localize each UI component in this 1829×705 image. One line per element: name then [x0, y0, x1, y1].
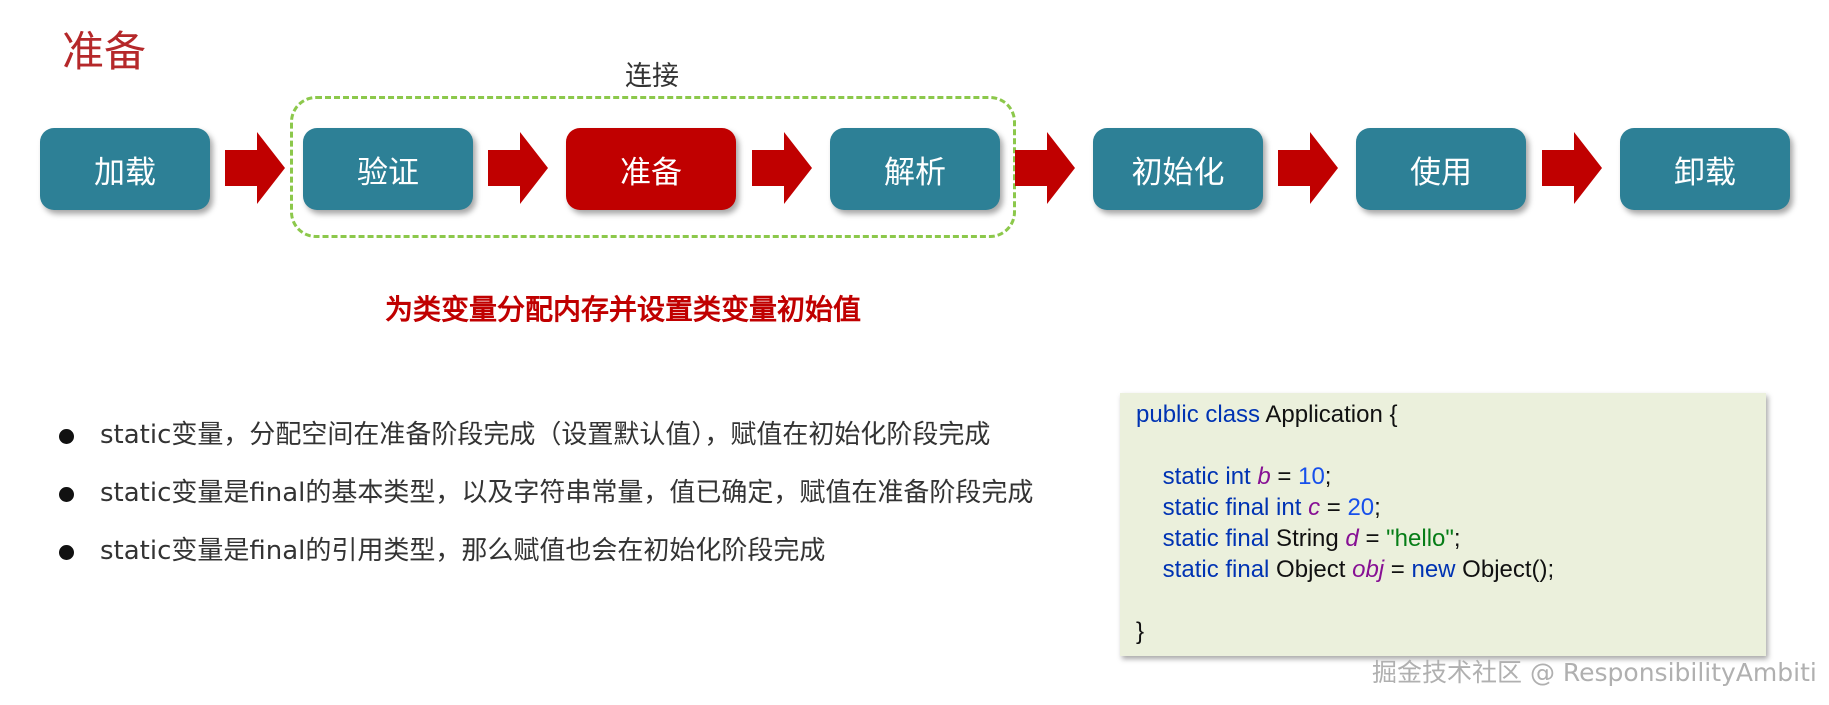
- watermark: 掘金技术社区 @ ResponsibilityAmbiti: [1372, 658, 1817, 687]
- connect-group-outline: [290, 96, 1016, 238]
- list-item: static变量是final的基本类型，以及字符串常量，值已确定，赋值在准备阶段…: [55, 468, 1095, 518]
- stage-description: 为类变量分配内存并设置类变量初始值: [385, 293, 862, 326]
- page-title: 准备: [62, 27, 147, 76]
- stage-resolution: 解析: [830, 128, 1000, 210]
- stage-preparation: 准备: [566, 128, 736, 210]
- arrow-icon: [1278, 132, 1338, 204]
- code-block: public class Application { static int b …: [1120, 393, 1766, 656]
- bullet-icon: [59, 487, 74, 502]
- bullet-icon: [59, 429, 74, 444]
- code-line: static final Object obj = new Object();: [1162, 556, 1555, 583]
- list-item: static变量是final的引用类型，那么赋值也会在初始化阶段完成: [55, 526, 1095, 576]
- arrow-icon: [752, 132, 812, 204]
- arrow-icon: [1542, 132, 1602, 204]
- stage-using: 使用: [1356, 128, 1526, 210]
- arrow-icon: [1015, 132, 1075, 204]
- stage-initialization: 初始化: [1093, 128, 1263, 210]
- code-line: }: [1136, 618, 1145, 645]
- code-line: static final int c = 20;: [1162, 494, 1381, 521]
- code-line: static int b = 10;: [1162, 463, 1332, 490]
- stage-unloading: 卸载: [1620, 128, 1790, 210]
- bullet-icon: [59, 545, 74, 560]
- code-line: public class Application {: [1136, 401, 1398, 428]
- connect-group-label: 连接: [625, 61, 679, 92]
- bullet-list: static变量，分配空间在准备阶段完成（设置默认值），赋值在初始化阶段完成 s…: [55, 410, 1095, 584]
- arrow-icon: [488, 132, 548, 204]
- list-item: static变量，分配空间在准备阶段完成（设置默认值），赋值在初始化阶段完成: [55, 410, 1095, 460]
- stage-verification: 验证: [303, 128, 473, 210]
- arrow-icon: [225, 132, 285, 204]
- stage-loading: 加载: [40, 128, 210, 210]
- code-line: static final String d = "hello";: [1162, 525, 1461, 552]
